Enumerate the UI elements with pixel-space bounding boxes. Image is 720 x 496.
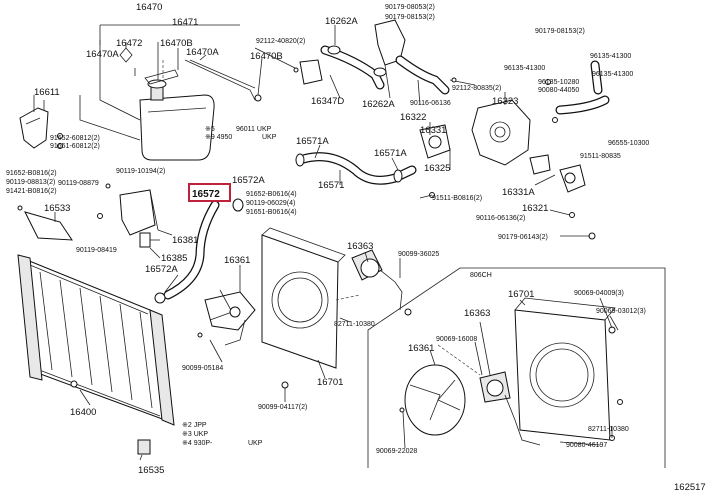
label-16535: 16535 xyxy=(138,465,164,476)
note-a2: ※9 4950 xyxy=(205,134,232,141)
label-90116-06136-b: 90116-06136(2) xyxy=(476,215,525,222)
label-90119-08813: 90119-08813(2) xyxy=(6,179,55,186)
label-16381: 16381 xyxy=(172,235,198,246)
label-16470A-b: 16470A xyxy=(186,47,219,58)
label-90080-46197: 90080-46197 xyxy=(566,442,607,449)
label-82711-10380-a: 82711-10380 xyxy=(334,321,375,328)
label-16322: 16322 xyxy=(400,112,426,123)
label-91651-60812: 91651-60812(2) xyxy=(50,143,100,150)
note-a3: 96011 UKP xyxy=(236,126,272,133)
label-90119-10194: 90119-10194(2) xyxy=(116,168,165,175)
label-90069-03012: 90069-03012(3) xyxy=(596,308,646,315)
label-16331A: 16331A xyxy=(502,187,535,198)
label-96135-10280: 96135-10280 xyxy=(538,79,579,86)
note-a1: ※5 xyxy=(205,126,215,133)
highlight-box xyxy=(188,183,231,202)
label-90099-05184: 90099-05184 xyxy=(182,365,223,372)
label-16361-b: 16361 xyxy=(408,343,434,354)
label-16361-a: 16361 xyxy=(224,255,250,266)
label-90179-08153-a: 90179-08153(2) xyxy=(385,14,435,21)
upper-hoses xyxy=(293,19,476,95)
label-91652-B0816: 91652-B0816(2) xyxy=(6,170,57,177)
label-16701-a: 16701 xyxy=(317,377,343,388)
label-90099-04117: 90099-04117(2) xyxy=(258,404,307,411)
label-96135-41300-c: 96135-41300 xyxy=(592,71,633,78)
radiator xyxy=(17,254,175,455)
label-16471: 16471 xyxy=(172,17,198,28)
note-b2: ※3 UKP xyxy=(182,431,208,438)
label-16533: 16533 xyxy=(44,203,70,214)
label-16572A-a: 16572A xyxy=(232,175,265,186)
diagram-id: 162517 xyxy=(674,482,706,493)
leader-lines xyxy=(33,24,619,461)
note-b3: ※4 930P- xyxy=(182,440,213,447)
part-labels: 16470 16471 16472 16470B 16470A 16470A 1… xyxy=(6,2,706,493)
label-90080-44050: 90080-44050 xyxy=(538,87,579,94)
label-16347D: 16347D xyxy=(311,96,344,107)
label-91651-B0616: 91651-B0616(4) xyxy=(246,209,297,216)
label-16331: 16331 xyxy=(420,125,446,136)
label-90179-06143: 90179-06143(2) xyxy=(498,234,548,241)
label-16571: 16571 xyxy=(318,180,344,191)
reservoir-tank xyxy=(79,40,262,161)
note-b4: UKP xyxy=(248,440,263,447)
label-92112-80835: 92112-80835(2) xyxy=(452,85,501,92)
label-16321: 16321 xyxy=(522,203,548,214)
label-16571A-b: 16571A xyxy=(374,148,407,159)
inset-title: 806CH xyxy=(470,272,492,279)
label-16472: 16472 xyxy=(116,38,142,49)
bracket-16611 xyxy=(19,107,63,149)
label-90179-08053: 90179-08053(2) xyxy=(385,4,435,11)
label-90119-08879: 90119-08879 xyxy=(58,180,99,187)
label-90099-36025: 90099-36025 xyxy=(398,251,439,258)
label-91652-B0616: 91652-B0616(4) xyxy=(246,191,297,198)
label-16470A-a: 16470A xyxy=(86,49,119,60)
label-90179-08153-b: 90179-08153(2) xyxy=(535,28,585,35)
brackets-left xyxy=(17,183,173,248)
label-90116-06136-a: 90116-06136 xyxy=(410,100,451,107)
label-16363-a: 16363 xyxy=(347,241,373,252)
fan-assembly-main xyxy=(197,227,412,389)
label-16572: 16572 xyxy=(192,189,220,200)
hose-16571 xyxy=(295,152,435,198)
hose-16572 xyxy=(154,198,244,304)
label-16400: 16400 xyxy=(70,407,96,418)
label-16385: 16385 xyxy=(161,253,187,264)
inset-box xyxy=(367,267,666,468)
label-90069-22028: 90069-22028 xyxy=(376,448,417,455)
label-16363-b: 16363 xyxy=(464,308,490,319)
water-inlet xyxy=(419,60,610,240)
label-91511-80835: 91511-80835 xyxy=(580,153,621,160)
label-91511-B0816: 91511-B0816(2) xyxy=(432,195,482,202)
label-90119-06029: 90119-06029(4) xyxy=(246,200,295,207)
label-16262A-a: 16262A xyxy=(325,16,358,27)
label-96135-41300-a: 96135-41300 xyxy=(590,53,631,60)
label-16470B-b: 16470B xyxy=(250,51,283,62)
label-16262A-b: 16262A xyxy=(362,99,395,110)
label-82711-10380-b: 82711-10380 xyxy=(588,426,629,433)
label-90069-16008: 90069-16008 xyxy=(436,336,477,343)
note-b1: ※2 JPP xyxy=(182,422,207,429)
label-96555-10300: 96555-10300 xyxy=(608,140,649,147)
label-16470: 16470 xyxy=(136,2,162,13)
label-16611: 16611 xyxy=(34,87,60,98)
label-90119-08419: 90119-08419 xyxy=(76,247,117,254)
label-16325: 16325 xyxy=(424,163,450,174)
label-91652-60812: 91652-60812(2) xyxy=(50,135,100,142)
label-91421-B0816: 91421-B0816(2) xyxy=(6,188,57,195)
label-16571A-a: 16571A xyxy=(296,136,329,147)
note-a4: UKP xyxy=(262,134,277,141)
label-16572A-b: 16572A xyxy=(145,264,178,275)
label-92112: 92112-40820(2) xyxy=(256,38,305,45)
label-16470B: 16470B xyxy=(160,38,193,49)
label-90069-04009: 90069-04009(3) xyxy=(574,290,624,297)
label-96135-41300-b: 96135-41300 xyxy=(504,65,545,72)
label-16323: 16323 xyxy=(492,96,518,107)
label-16701-b: 16701 xyxy=(508,289,534,300)
